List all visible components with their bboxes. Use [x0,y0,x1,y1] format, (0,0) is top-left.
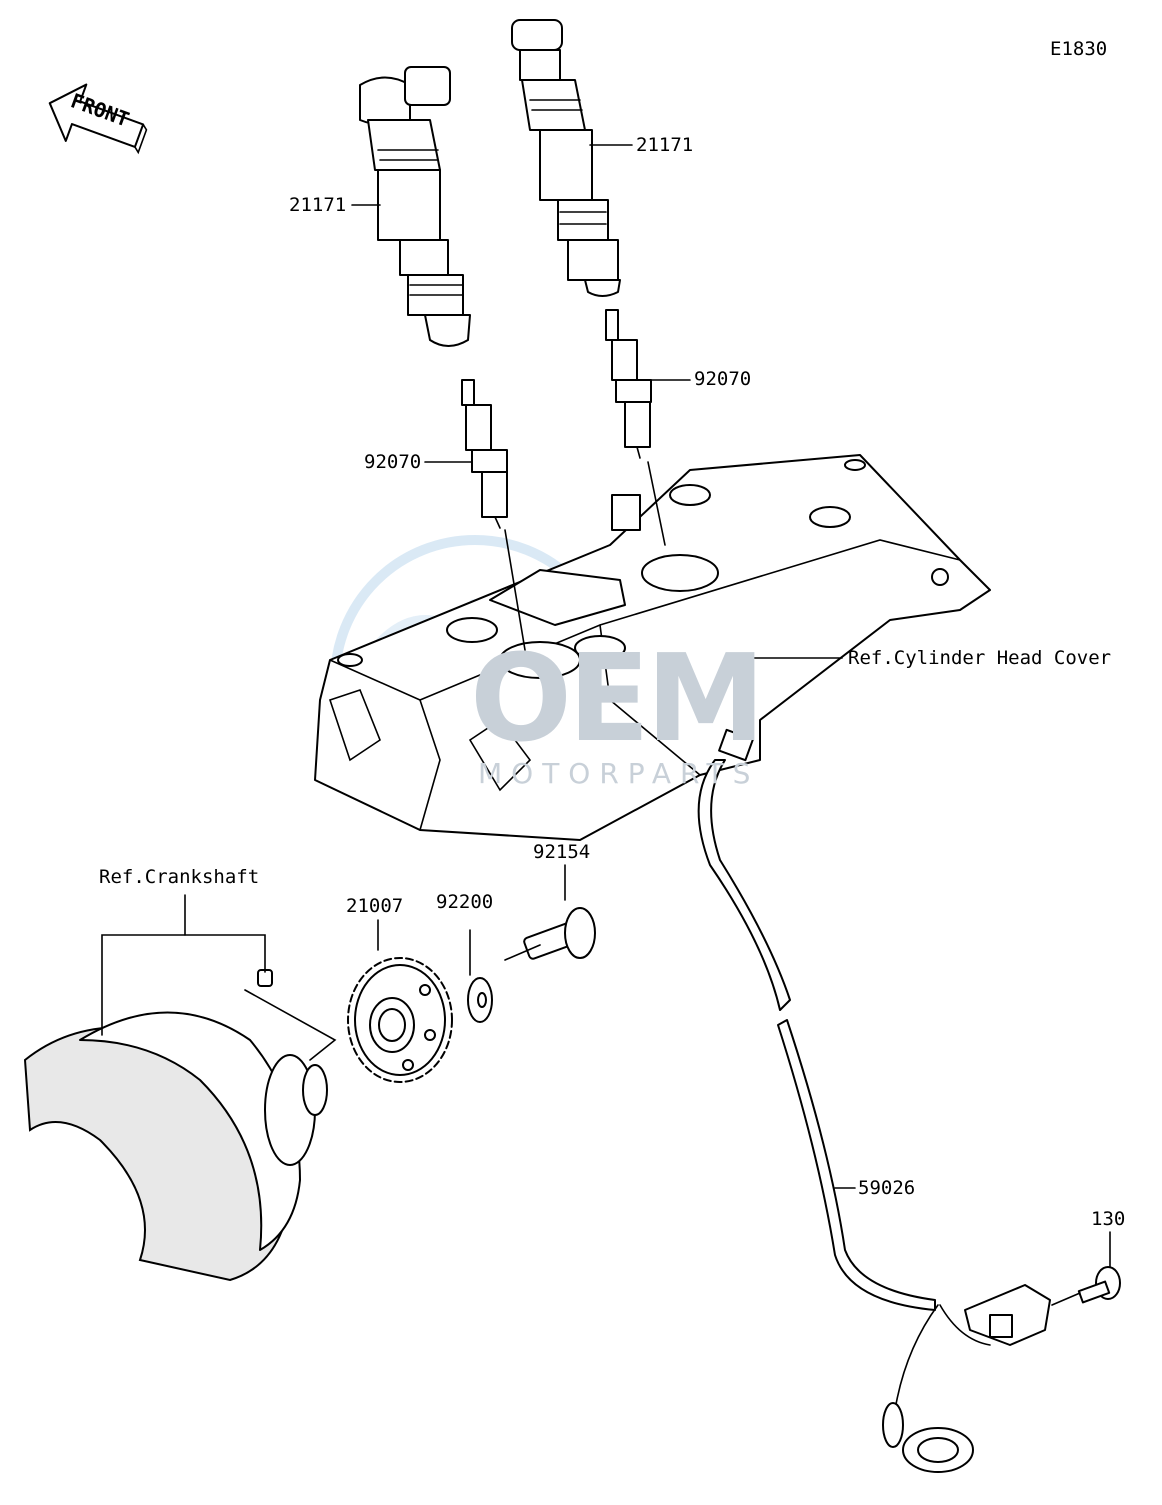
callout-crankshaft: Ref.Crankshaft [99,866,260,888]
callout-130: 130 [1091,1208,1126,1230]
spark-plug-left [461,379,508,529]
watermark-subtitle: MOTORPARTS [478,757,760,790]
callout-92154: 92154 [533,841,591,863]
spark-plug-right [605,309,652,459]
callout-92200: 92200 [436,891,494,913]
watermark-brand: OEM [470,630,765,769]
cylinder-head-cover [314,454,991,841]
front-direction-arrow-icon [48,83,148,155]
callout-92070-right: 92070 [694,368,752,390]
crank-gear-icon [264,1054,328,1166]
sensor-ring-icon [882,1402,974,1473]
leader-lines [351,144,856,1189]
callout-21007: 21007 [346,895,404,917]
crank-sensor-icon [964,1284,1051,1346]
timing-rotor [347,919,453,1083]
sensor-bolt [1051,1231,1121,1306]
bolt [504,864,596,961]
callout-59026: 59026 [858,1177,916,1199]
ignition-coil-right [511,19,621,297]
ignition-coil-left [359,66,471,347]
crank-sensor-lead [697,728,1051,1473]
crankshaft-reference [23,894,337,1282]
callout-21171-left: 21171 [289,194,347,216]
diagram-code: E1830 [1050,38,1108,60]
washer [467,929,493,1023]
callout-21171-right: 21171 [636,134,694,156]
callout-92070-left: 92070 [364,451,422,473]
callout-head-cover: Ref.Cylinder Head Cover [848,647,1112,669]
